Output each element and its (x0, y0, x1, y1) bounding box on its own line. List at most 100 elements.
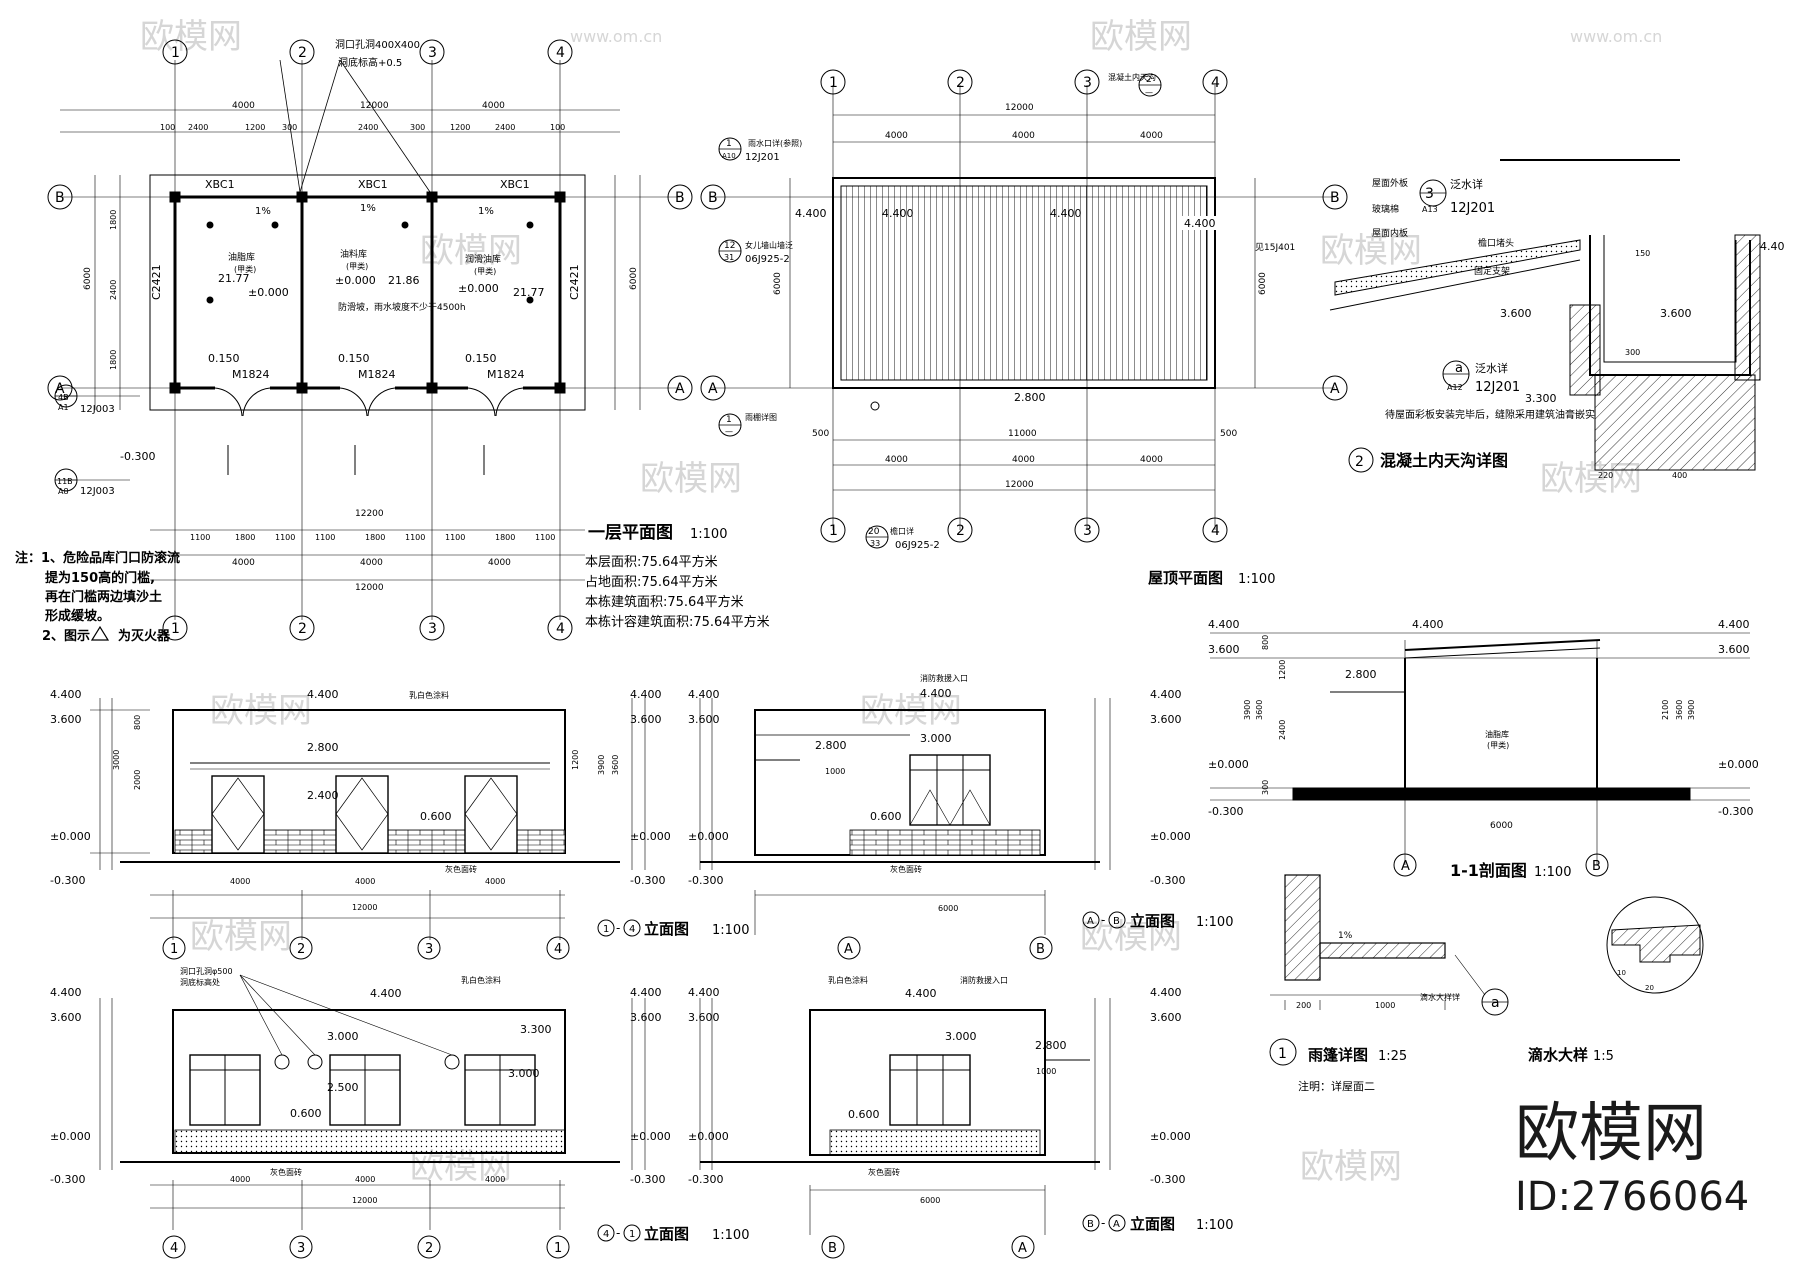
room-name: 润滑油库 (465, 253, 501, 265)
dim-inner: 11000 (1008, 429, 1037, 439)
canopy-dim: 1000 (1375, 1001, 1395, 1010)
dim-sub: 1100 (275, 533, 295, 542)
dim-side: 1800 (109, 210, 118, 230)
ref-code: 12J003 (80, 486, 115, 497)
grid-label: 3 (428, 621, 437, 637)
gutter-dim: 220 (1598, 471, 1613, 480)
ref-code: 06J925-2 (745, 254, 790, 265)
gutter-label: 檐口堵头 (1478, 237, 1514, 249)
grid-label: B (55, 190, 65, 206)
grid-bubble (947, 517, 973, 543)
dim-bay: 4000 (232, 101, 255, 111)
ref-bottom: A1 (58, 403, 69, 412)
sill-level: 0.150 (208, 352, 240, 365)
grid-label: B (828, 1241, 837, 1256)
grid-label: 1 (829, 523, 838, 539)
level: ±0.000 (1150, 1130, 1191, 1143)
ref-code: 06J925-2 (895, 540, 940, 551)
canopy-level: 2.800 (307, 741, 339, 754)
watermark-url: www.om.cn (570, 27, 662, 46)
canopy-drip: 滴水大样详 (1420, 992, 1460, 1002)
dim-sub: 2400 (188, 123, 208, 132)
level: 4.400 (630, 986, 662, 999)
ref-num: a (1455, 361, 1463, 376)
ref-code: 12J201 (1450, 201, 1495, 216)
dim-side: 500 (812, 429, 829, 439)
dim-sub: 2400 (495, 123, 515, 132)
dim-total: 12000 (352, 903, 377, 912)
dim: 4000 (355, 877, 375, 886)
grid-label: 2 (298, 45, 307, 61)
ref-code: 12J201 (1475, 380, 1520, 395)
level: ±0.000 (50, 1130, 91, 1143)
ref-label: 女儿墙山墙泛 (745, 240, 793, 250)
room-sub: (甲类) (474, 266, 496, 276)
dim-side: 6000 (83, 267, 93, 290)
slope: 1% (478, 206, 494, 217)
dim-bay: 4000 (885, 455, 908, 465)
dim-total: 12000 (1005, 480, 1034, 490)
note-line: 提为150高的门槛, (45, 570, 155, 586)
ref-bottom: A8 (58, 487, 69, 496)
win-level: 3.000 (920, 732, 952, 745)
room-sub: (甲类) (1487, 740, 1509, 750)
grid-label: A (1401, 859, 1410, 874)
grid-bubble (1322, 184, 1348, 210)
view-dash: - (1101, 1216, 1105, 1230)
dim-sub: 1200 (450, 123, 470, 132)
paint-note: 乳白色涂料 (828, 975, 868, 985)
ref-side: 见15J401 (1255, 242, 1295, 253)
grid-label: A (1330, 381, 1340, 397)
view-bubble (1108, 1214, 1126, 1232)
v-dim: 800 (133, 715, 142, 730)
level: 4.400 (688, 986, 720, 999)
fire-note: 消防救援入口 (960, 975, 1008, 985)
span-dim: 6000 (1490, 821, 1513, 831)
level: 3.600 (50, 1011, 82, 1024)
dim-bay: 4000 (488, 558, 511, 568)
ref-num: 12 (724, 241, 735, 251)
grid-label: 2 (297, 942, 305, 957)
room-area: 21.77 (218, 272, 250, 285)
level: 4.400 (1150, 688, 1182, 701)
grid-label: 3 (1083, 75, 1092, 91)
dim-total: 12000 (360, 101, 389, 111)
gutter-title: 混凝土内天沟详图 (1380, 451, 1508, 470)
note-line: 形成缓坡。 (45, 608, 110, 624)
grid-label: A (844, 942, 853, 957)
outside-level: -0.300 (120, 450, 155, 463)
dim-sub: 1800 (365, 533, 385, 542)
grid-bubble (667, 184, 693, 210)
view-bubble (623, 919, 641, 937)
side-window: C2421 (568, 264, 581, 300)
level: 4.400 (630, 688, 662, 701)
gutter-dim: 300 (1625, 348, 1640, 357)
watermark-id: ID:2766064 (1515, 1174, 1749, 1220)
top-level: 4.400 (1412, 618, 1444, 631)
dim-sub: 1200 (245, 123, 265, 132)
roof-plan (710, 73, 1335, 549)
roof-level: 4.400 (1184, 217, 1216, 230)
grid-bubble (1074, 517, 1100, 543)
grid-bubble (162, 39, 188, 65)
grid-label: A (55, 381, 65, 397)
v-dim: 3900 (597, 755, 606, 775)
section-1-1 (1210, 632, 1750, 877)
area-line: 占地面积:75.64平方米 (585, 574, 718, 590)
ref-label: 檐口详 (890, 526, 914, 536)
drip-title: 滴水大样 (1528, 1046, 1588, 1064)
grid-label: 3 (1083, 523, 1092, 539)
roof-level: 4.400 (882, 207, 914, 220)
gutter-label: 泛水详 (1450, 177, 1483, 191)
level: ±0.000 (1208, 758, 1249, 771)
dim-side: 6000 (1258, 272, 1268, 295)
sill-level: 0.150 (465, 352, 497, 365)
grid-label: 1 (829, 75, 838, 91)
elev-title: 立面图 (1130, 912, 1175, 930)
v-dim: 3600 (1675, 700, 1684, 720)
roof-level: 2.800 (1014, 391, 1046, 404)
dim-bay: 4000 (232, 558, 255, 568)
dim-side: 500 (1220, 429, 1237, 439)
room-level: ±0.000 (248, 286, 289, 299)
